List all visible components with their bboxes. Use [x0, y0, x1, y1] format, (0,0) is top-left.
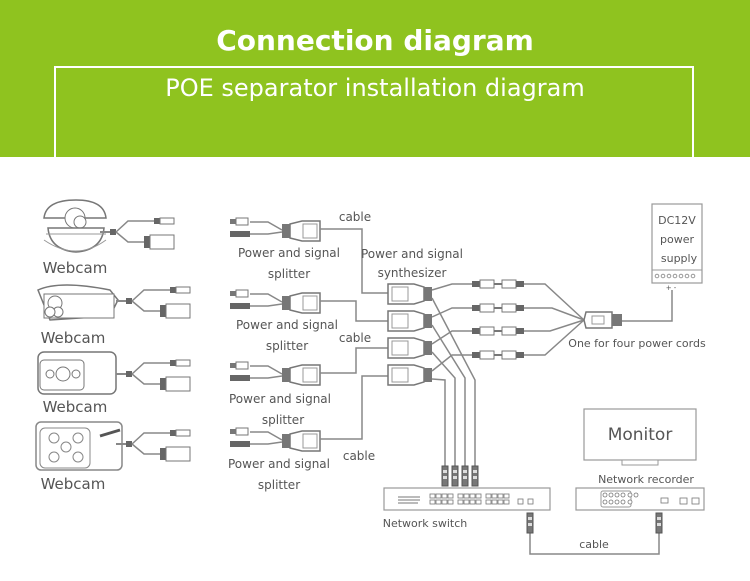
synthesizer-label-1: Power and signal — [361, 247, 463, 261]
splitter-1-label-2: splitter — [268, 267, 310, 281]
synthesizer-label-2: synthesizer — [378, 266, 447, 280]
header-banner: Connection diagram POE separator install… — [0, 0, 750, 173]
page-title: Connection diagram — [0, 24, 750, 57]
splitter-3-label-2: splitter — [262, 413, 304, 427]
camera-4-pigtail — [115, 429, 191, 462]
connection-diagram: Webcam Webcam Webcam Webcam Power and si… — [35, 199, 706, 555]
network-recorder-icon — [575, 487, 705, 511]
synthesizer-1 — [387, 283, 433, 305]
title-text: Connection diagram — [202, 24, 548, 57]
box-camera-icon — [37, 351, 117, 395]
power-supply-line-1: DC12V — [658, 214, 696, 227]
header-frame — [54, 66, 694, 173]
camera-2-pigtail — [115, 286, 191, 319]
switch-plug-4 — [471, 465, 479, 487]
splitter-3 — [229, 361, 321, 386]
camera-2-label: Webcam — [41, 329, 106, 347]
switch-uplink-plug — [526, 512, 534, 534]
monitor-label: Monitor — [608, 425, 673, 445]
power-supply-line-2: power — [660, 233, 694, 246]
cable-label-4: cable — [579, 538, 609, 551]
uplink-cable — [529, 533, 660, 555]
splitter-4-label-2: splitter — [258, 478, 300, 492]
network-switch-label: Network switch — [383, 517, 468, 530]
synthesizer-3 — [387, 337, 433, 359]
monitor-icon — [583, 408, 697, 466]
cable-label-2: cable — [339, 331, 371, 345]
bullet-camera-icon — [37, 284, 119, 321]
dc-pair-3 — [471, 326, 525, 336]
dc-pair-2 — [471, 303, 525, 313]
synthesizer-4 — [387, 364, 433, 386]
cable-label-3: cable — [343, 449, 375, 463]
network-recorder-label: Network recorder — [598, 473, 694, 486]
camera-4-label: Webcam — [41, 475, 106, 493]
camera-3-pigtail — [115, 359, 191, 392]
splitter-1 — [229, 217, 321, 242]
splitter-4-label-1: Power and signal — [228, 457, 330, 471]
power-splitter-icon — [583, 290, 673, 329]
switch-plug-1 — [441, 465, 449, 487]
switch-plug-3 — [461, 465, 469, 487]
camera-1-pigtail — [99, 217, 175, 250]
dome-camera-icon — [43, 199, 107, 253]
switch-plug-2 — [451, 465, 459, 487]
splitter-2-label-2: splitter — [266, 339, 308, 353]
splitter-1-label-1: Power and signal — [238, 246, 340, 260]
array-camera-icon — [35, 421, 123, 471]
power-supply-line-3: supply — [661, 252, 698, 265]
page-subtitle: POE separator installation diagram — [165, 74, 585, 102]
network-cables — [431, 297, 476, 466]
power-supply-terminals: + - — [666, 284, 677, 292]
recorder-plug — [655, 512, 663, 534]
splitter-2 — [229, 289, 321, 314]
camera-1-label: Webcam — [43, 259, 108, 277]
power-splitter-label: One for four power cords — [568, 337, 706, 350]
power-cables — [431, 283, 585, 372]
dc-pair-4 — [471, 350, 525, 360]
dc-pair-1 — [471, 279, 525, 289]
splitter-cables — [320, 228, 388, 440]
splitter-3-label-1: Power and signal — [229, 392, 331, 406]
network-switch-icon — [383, 487, 551, 511]
power-supply-icon — [651, 203, 703, 284]
cable-label-1: cable — [339, 210, 371, 224]
camera-3-label: Webcam — [43, 398, 108, 416]
splitter-4 — [229, 427, 321, 452]
synthesizer-2 — [387, 310, 433, 332]
splitter-2-label-1: Power and signal — [236, 318, 338, 332]
